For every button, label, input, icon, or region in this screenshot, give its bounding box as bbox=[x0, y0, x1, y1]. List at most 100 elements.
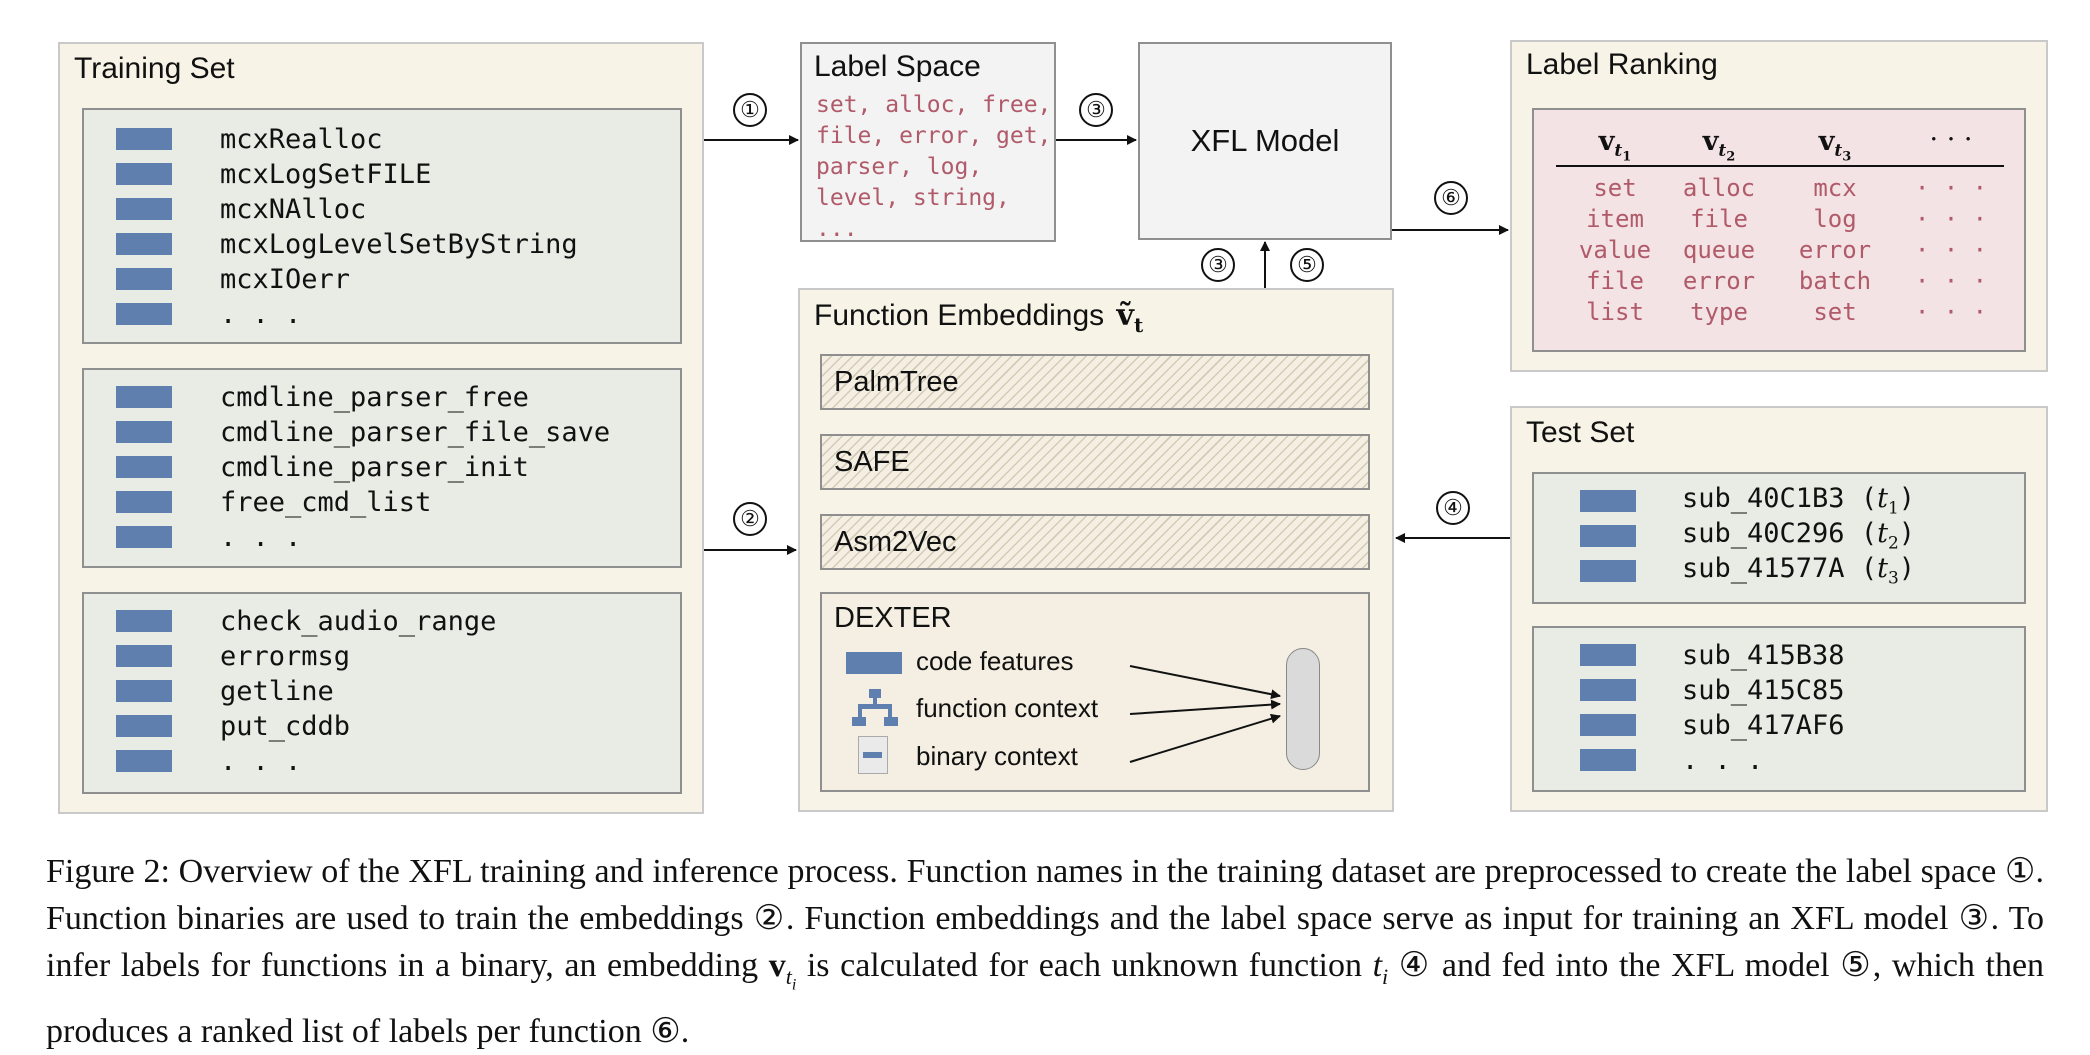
ranking-table-box: vt1 vt2 vt3 · · · set alloc mcx · · · item fi… bbox=[1532, 108, 2026, 352]
ranking-cell: · · · bbox=[1914, 236, 1988, 264]
list-item: cmdline_parser_file_save bbox=[116, 417, 610, 448]
ranking-cell: error bbox=[1798, 236, 1872, 264]
step-6-marker: ⑥ bbox=[1434, 181, 1468, 215]
training-group-1: mcxRealloc mcxLogSetFILE mcxNAlloc mcxLo… bbox=[82, 108, 682, 344]
step-3-marker-top: ③ bbox=[1079, 93, 1113, 127]
list-item: put_cddb bbox=[116, 711, 350, 742]
ranking-header-4: · · · bbox=[1929, 124, 1973, 155]
ranking-cell: mcx bbox=[1813, 174, 1857, 202]
ranking-cell: queue bbox=[1682, 236, 1756, 264]
list-item: . . . bbox=[116, 522, 301, 553]
ranking-cell: file bbox=[1586, 267, 1644, 295]
method-safe: SAFE bbox=[820, 434, 1370, 490]
arrow-binary-context bbox=[1129, 713, 1281, 763]
ranking-cell: error bbox=[1682, 267, 1756, 295]
code-bar-icon bbox=[116, 645, 172, 667]
code-features-icon bbox=[846, 652, 902, 674]
step-1-marker: ① bbox=[733, 93, 767, 127]
list-item: sub_41577A (t3) bbox=[1580, 553, 1915, 589]
ranking-cell: type bbox=[1690, 298, 1748, 326]
ranking-cell: · · · bbox=[1914, 174, 1988, 202]
training-set-title: Training Set bbox=[74, 52, 235, 85]
code-bar-icon bbox=[116, 198, 172, 220]
code-bar-icon bbox=[1580, 714, 1636, 736]
list-item: . . . bbox=[116, 299, 301, 330]
list-item: getline bbox=[116, 676, 334, 707]
arrow-function-context bbox=[1129, 699, 1281, 715]
method-palmtree: PalmTree bbox=[820, 354, 1370, 410]
code-bar-icon bbox=[116, 421, 172, 443]
test-group-1: sub_40C1B3 (t1) sub_40C296 (t2) sub_4157… bbox=[1532, 472, 2026, 604]
list-item: sub_415B38 bbox=[1580, 640, 1845, 671]
xfl-model-box: XFL Model bbox=[1138, 42, 1392, 240]
list-item: check_audio_range bbox=[116, 606, 496, 637]
function-context-icon bbox=[852, 689, 898, 726]
list-item: sub_417AF6 bbox=[1580, 710, 1845, 741]
code-bar-icon bbox=[116, 233, 172, 255]
arrow-code-features bbox=[1129, 665, 1281, 700]
code-bar-icon bbox=[1580, 525, 1636, 547]
dexter-feature-code: code features bbox=[916, 646, 1074, 676]
code-bar-icon bbox=[1580, 490, 1636, 512]
xfl-model-title: XFL Model bbox=[1190, 123, 1340, 158]
label-space-labels: set, alloc, free, file, error, get, pars… bbox=[816, 92, 1052, 242]
binary-context-icon bbox=[858, 736, 888, 774]
code-bar-icon bbox=[116, 268, 172, 290]
list-item: . . . bbox=[1580, 745, 1763, 776]
ranking-cell: value bbox=[1578, 236, 1652, 264]
embedding-symbol: ṽt bbox=[1116, 298, 1144, 337]
code-bar-icon bbox=[1580, 644, 1636, 666]
label-ranking-title: Label Ranking bbox=[1526, 48, 1718, 81]
list-item: mcxNAlloc bbox=[116, 194, 366, 225]
ranking-cell: item bbox=[1586, 205, 1644, 233]
ranking-cell: list bbox=[1586, 298, 1644, 326]
list-item: sub_415C85 bbox=[1580, 675, 1845, 706]
label-space-box: Label Space set, alloc, free, file, erro… bbox=[800, 42, 1056, 242]
training-group-3: check_audio_range errormsg getline put_c… bbox=[82, 592, 682, 794]
dexter-title: DEXTER bbox=[834, 602, 952, 634]
code-bar-icon bbox=[1580, 679, 1636, 701]
code-bar-icon bbox=[116, 715, 172, 737]
ranking-header-2: vt2 bbox=[1702, 126, 1736, 165]
ranking-cell: batch bbox=[1798, 267, 1872, 295]
list-item: mcxLogLevelSetByString bbox=[116, 229, 578, 260]
figure-caption: Figure 2: Overview of the XFL training a… bbox=[46, 853, 2045, 1051]
list-item: cmdline_parser_init bbox=[116, 452, 529, 483]
dexter-feature-function: function context bbox=[916, 693, 1099, 723]
list-item: sub_40C296 (t2) bbox=[1580, 518, 1915, 554]
list-item: cmdline_parser_free bbox=[116, 382, 529, 413]
code-bar-icon bbox=[116, 128, 172, 150]
code-bar-icon bbox=[116, 610, 172, 632]
ranking-header-3: vt3 bbox=[1818, 126, 1852, 165]
code-bar-icon bbox=[1580, 749, 1636, 771]
label-space-title: Label Space bbox=[814, 50, 981, 83]
list-item: mcxLogSetFILE bbox=[116, 159, 431, 190]
code-bar-icon bbox=[116, 680, 172, 702]
training-group-2: cmdline_parser_free cmdline_parser_file_… bbox=[82, 368, 682, 568]
flow-arrows bbox=[704, 135, 1510, 763]
ranking-cell: · · · bbox=[1914, 267, 1988, 295]
list-item: mcxIOerr bbox=[116, 264, 350, 295]
list-item: . . . bbox=[116, 746, 301, 777]
list-item: free_cmd_list bbox=[116, 487, 431, 518]
code-bar-icon bbox=[1580, 560, 1636, 582]
ranking-cell: set bbox=[1813, 298, 1857, 326]
code-bar-icon bbox=[116, 386, 172, 408]
code-bar-icon bbox=[116, 456, 172, 478]
ranking-cell: file bbox=[1690, 205, 1748, 233]
step-4-marker: ④ bbox=[1436, 491, 1470, 525]
dexter-feature-binary: binary context bbox=[916, 741, 1078, 771]
step-3-marker-bottom: ③ bbox=[1201, 248, 1235, 282]
step-2-marker: ② bbox=[733, 502, 767, 536]
list-item: sub_40C1B3 (t1) bbox=[1580, 483, 1915, 519]
ranking-header-1: vt1 bbox=[1598, 126, 1632, 165]
code-bar-icon bbox=[116, 526, 172, 548]
ranking-cell: · · · bbox=[1914, 298, 1988, 326]
ranking-cell: set bbox=[1593, 174, 1637, 202]
method-asm2vec: Asm2Vec bbox=[820, 514, 1370, 570]
ranking-header-rule bbox=[1556, 165, 2004, 167]
test-set-title: Test Set bbox=[1526, 416, 1635, 449]
code-bar-icon bbox=[116, 163, 172, 185]
code-bar-icon bbox=[116, 750, 172, 772]
ranking-cell: alloc bbox=[1682, 174, 1756, 202]
